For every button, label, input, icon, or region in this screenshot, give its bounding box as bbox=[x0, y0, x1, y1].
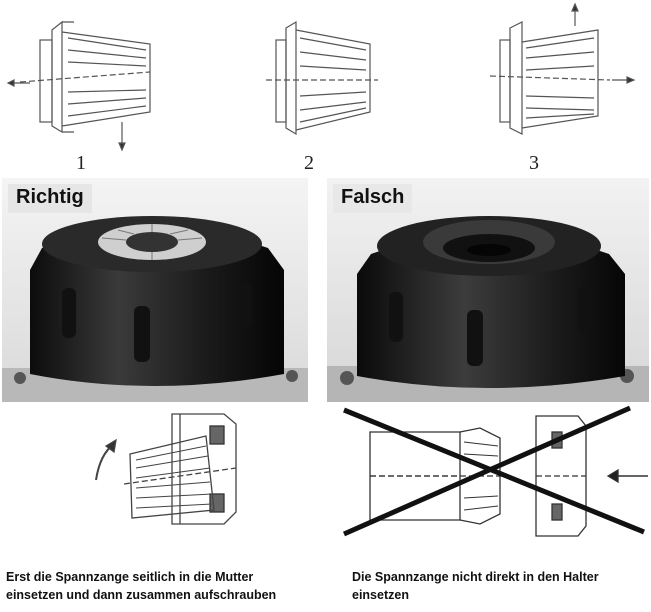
step-3-diagram bbox=[489, 2, 636, 135]
step-number-2: 2 bbox=[304, 152, 314, 174]
correct-label: Richtig bbox=[8, 184, 92, 213]
step-number-1: 1 bbox=[76, 152, 86, 174]
wrong-caption: Die Spannzange nicht direkt in den Halte… bbox=[352, 570, 599, 602]
wrong-label: Falsch bbox=[333, 184, 413, 213]
step-2-diagram bbox=[266, 20, 378, 136]
correct-assembly-diagram bbox=[95, 413, 237, 525]
wrong-assembly-diagram bbox=[342, 405, 648, 537]
correct-nut-image bbox=[2, 178, 308, 402]
step-number-3: 3 bbox=[529, 152, 539, 174]
wrong-photo: Falsch bbox=[327, 178, 649, 402]
wrong-nut-image bbox=[327, 178, 649, 402]
step-diagrams bbox=[6, 2, 636, 152]
correct-photo: Richtig bbox=[2, 178, 308, 402]
step-1-diagram bbox=[6, 20, 151, 152]
correct-caption: Erst die Spannzange seitlich in die Mutt… bbox=[6, 570, 277, 602]
